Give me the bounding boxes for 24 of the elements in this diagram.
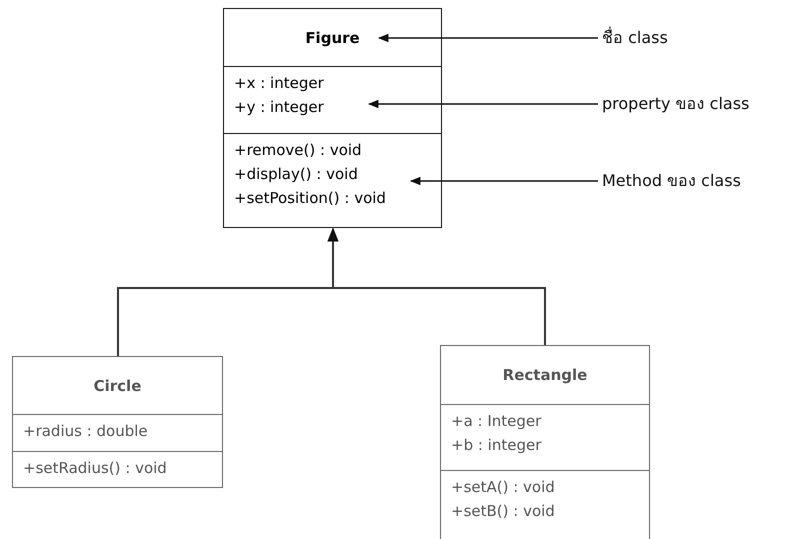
method-text: +setPosition() : void bbox=[234, 188, 387, 209]
leader-line bbox=[378, 34, 598, 42]
class-box bbox=[223, 8, 442, 228]
leader-line bbox=[410, 176, 598, 186]
method-text: +display() : void bbox=[234, 164, 359, 185]
attribute-text: +x : integer bbox=[234, 73, 325, 94]
attribute-text: +y : integer bbox=[234, 97, 325, 118]
class-name: Rectangle bbox=[502, 365, 588, 386]
annotation-text: Method ของ class bbox=[602, 170, 741, 192]
class-box bbox=[12, 356, 223, 488]
annotation-text: property ของ class bbox=[602, 93, 750, 115]
class-box bbox=[440, 345, 650, 539]
class-name: Circle bbox=[94, 376, 142, 396]
class-name: Figure bbox=[305, 28, 360, 48]
method-text: +remove() : void bbox=[234, 140, 363, 161]
attribute-text: +radius : double bbox=[23, 421, 149, 442]
annotation-text: ชื่อ class bbox=[602, 26, 668, 49]
inheritance-arrow bbox=[327, 228, 546, 345]
method-text: +setA() : void bbox=[451, 477, 556, 498]
method-text: +setB() : void bbox=[451, 501, 556, 522]
attribute-text: +a : Integer bbox=[451, 411, 542, 432]
method-text: +setRadius() : void bbox=[23, 458, 168, 479]
leader-line bbox=[368, 100, 598, 108]
attribute-text: +b : integer bbox=[451, 435, 542, 456]
